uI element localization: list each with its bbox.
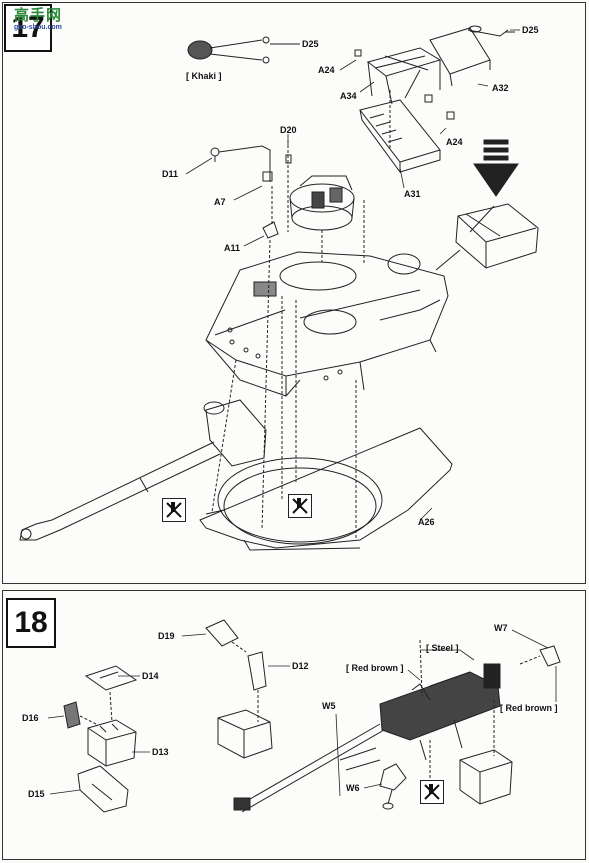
- label-d25: D25: [302, 39, 319, 49]
- turret-ring-a26: [199, 427, 453, 551]
- label-a24: A24: [446, 137, 463, 147]
- d19-bracket: [205, 619, 247, 653]
- label-a31: A31: [404, 189, 421, 199]
- label-d20: D20: [280, 125, 297, 135]
- turret-body: [205, 251, 449, 397]
- label-steel: [ Steel ]: [426, 643, 459, 653]
- watermark-url: gao-shou.com: [14, 24, 62, 31]
- no-glue-icon: [288, 494, 312, 518]
- label-a7: A7: [214, 197, 226, 207]
- no-glue-icon: [162, 498, 186, 522]
- no-glue-icon: [420, 780, 444, 804]
- d15-tray: [77, 765, 129, 813]
- stowage-bin-parts: [354, 27, 491, 174]
- main-gun-barrel: [19, 399, 267, 541]
- assembled-stowage-bin: [435, 203, 539, 271]
- w7-sight-part: [519, 645, 561, 667]
- d11-antenna-part: [210, 140, 292, 232]
- label-d13: D13: [152, 747, 169, 757]
- label-a34: A34: [340, 91, 357, 101]
- label-d15: D15: [28, 789, 45, 799]
- a11-part: [262, 186, 279, 239]
- commander-cupola: [289, 175, 355, 262]
- label-a26: A26: [418, 517, 435, 527]
- label-red-brown: [ Red brown ]: [346, 663, 404, 673]
- step-17-number: 17: [4, 4, 52, 52]
- w6-mount-part: [379, 763, 407, 810]
- label-a11: A11: [224, 243, 241, 253]
- d13-box: [87, 719, 137, 767]
- label-d16: D16: [22, 713, 39, 723]
- khaki-handle-part: [187, 36, 300, 64]
- label-a24: A24: [318, 65, 335, 75]
- label-d14: D14: [142, 671, 159, 681]
- label-khaki: [ Khaki ]: [186, 71, 222, 81]
- step-17-panel: [2, 2, 586, 584]
- label-w5: W5: [322, 701, 336, 711]
- label-w7: W7: [494, 623, 508, 633]
- label-d19: D19: [158, 631, 175, 641]
- site-watermark: 高手网 gao-shou.com: [6, 2, 84, 36]
- d16-plate: [63, 701, 97, 729]
- d12-bracket: [247, 651, 267, 722]
- label-leaders: [47, 29, 557, 797]
- machine-gun-w5: [233, 663, 501, 813]
- ammo-box-left: [217, 709, 273, 759]
- label-w6: W6: [346, 783, 360, 793]
- assembly-guide-lines: [211, 200, 365, 540]
- label-a32: A32: [492, 83, 509, 93]
- label-d25: D25: [522, 25, 539, 35]
- label-red-brown: [ Red brown ]: [500, 703, 558, 713]
- ammo-box-right: [459, 749, 513, 805]
- watermark-text: 高手网: [14, 7, 63, 24]
- direction-arrow: [473, 139, 519, 197]
- d25-sling-part: [467, 25, 515, 37]
- label-d11: D11: [162, 169, 179, 179]
- label-d12: D12: [292, 661, 309, 671]
- step-18-number: 18: [6, 598, 56, 648]
- d14-lid: [84, 665, 138, 723]
